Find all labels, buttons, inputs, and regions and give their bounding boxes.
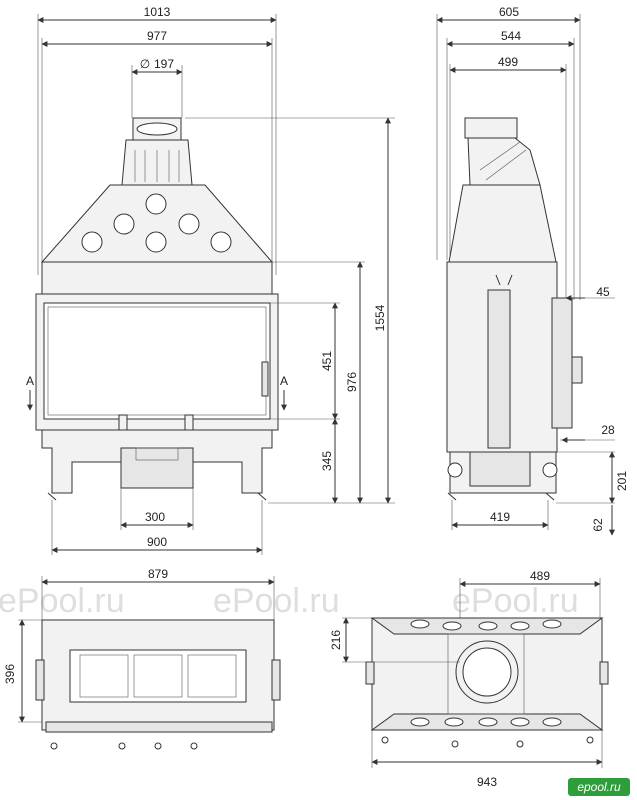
dim-depth-3: 499 xyxy=(498,55,518,69)
dim-plan-width: 879 xyxy=(148,567,168,581)
dim-overall-width: 1013 xyxy=(144,5,171,19)
watermark-text: ePool.ru xyxy=(0,582,125,620)
dim-door-width: 900 xyxy=(147,535,167,549)
hood-vent-hole xyxy=(178,213,200,235)
side-view: 605 544 499 45 28 xyxy=(436,5,629,536)
watermark-text: ePool.ru xyxy=(213,582,340,620)
dim-base-depth: 419 xyxy=(490,510,510,524)
dim-plan-height: 396 xyxy=(3,664,17,684)
dim-base-height: 345 xyxy=(320,451,334,471)
dim-plan-offset: 216 xyxy=(329,630,343,650)
diameter-symbol: ∅ xyxy=(140,57,150,71)
dim-flue-diameter: 197 xyxy=(154,57,174,71)
dim-height-to-top: 976 xyxy=(345,372,359,392)
hood-vent-hole xyxy=(145,231,167,253)
dim-height-total: 1554 xyxy=(373,304,387,331)
watermark-text: ePool.ru xyxy=(452,582,579,620)
brand-logo: epool.ru xyxy=(568,778,630,796)
dim-bottom-201: 201 xyxy=(615,471,629,491)
hood-vent-hole xyxy=(113,213,135,235)
front-view: 1013 977 ∅ 197 xyxy=(26,5,395,555)
dim-body-width: 977 xyxy=(147,29,167,43)
hood-vent-hole xyxy=(81,231,103,253)
dim-offset-28: 28 xyxy=(601,423,615,437)
door-glass xyxy=(43,302,271,420)
dim-foot-62: 62 xyxy=(591,518,605,532)
hood-vent-hole xyxy=(145,193,167,215)
dim-plan-depth: 489 xyxy=(530,569,550,583)
dim-door-height: 451 xyxy=(320,351,334,371)
plan-top-view: 489 216 943 xyxy=(329,569,609,789)
dim-offset-45: 45 xyxy=(596,285,610,299)
dim-depth-2: 544 xyxy=(501,29,521,43)
dim-overall-depth: 605 xyxy=(499,5,519,19)
logo-text: epool.ru xyxy=(577,780,621,794)
section-marker: A xyxy=(280,374,288,388)
watermark-group: ePool.ru ePool.ru ePool.ru xyxy=(0,582,579,620)
hood-vent-hole xyxy=(210,231,232,253)
dim-base-opening: 300 xyxy=(145,510,165,524)
plan-front-view: 879 396 xyxy=(3,567,281,750)
section-marker: A xyxy=(26,374,34,388)
dim-plan-width-top: 943 xyxy=(477,775,497,789)
